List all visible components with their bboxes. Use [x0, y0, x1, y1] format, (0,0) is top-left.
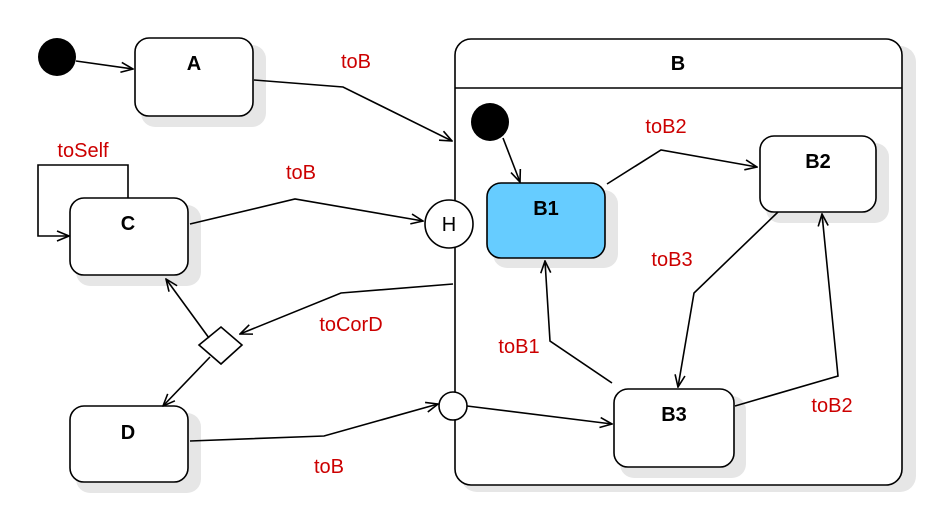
b2-to-b3-label: toB3	[651, 249, 692, 271]
entry-point[interactable]	[438, 391, 468, 421]
b3-to-b2-edge	[734, 214, 839, 407]
b1-to-b2-label: toB2	[645, 116, 686, 138]
inner-initial-to-b1-edge	[502, 137, 520, 182]
d-to-entry-label: toB	[314, 456, 344, 478]
state-b1-box	[486, 182, 606, 259]
choice-node[interactable]	[197, 325, 244, 366]
initial-node	[38, 38, 76, 76]
b3-to-b1-edge	[545, 261, 613, 384]
inner-initial-node	[471, 103, 509, 141]
b1-to-b2-edge	[606, 149, 757, 185]
a-to-b-edge	[253, 79, 452, 141]
history-node[interactable]: H	[424, 199, 474, 249]
state-b2-label: B2	[805, 151, 831, 173]
c-self-loop-edge	[37, 164, 129, 236]
a-to-b-label: toB	[341, 51, 371, 73]
initial-to-a-edge	[75, 60, 133, 69]
choice-to-d-edge	[163, 356, 211, 406]
state-a[interactable]: A	[134, 37, 254, 117]
b-to-choice-edge	[240, 283, 454, 334]
state-b1[interactable]: B1	[486, 182, 606, 259]
b2-to-b3-edge	[678, 211, 779, 387]
state-d[interactable]: D	[69, 405, 189, 483]
b3-to-b2-label: toB2	[811, 395, 852, 417]
c-self-label: toSelf	[57, 140, 109, 162]
d-to-entry-edge	[189, 404, 438, 442]
b3-to-b1-label: toB1	[498, 336, 539, 358]
b-to-choice-label: toCorD	[319, 314, 382, 336]
state-b2[interactable]: B2	[759, 135, 877, 213]
state-c[interactable]: C	[69, 197, 189, 276]
c-to-history-edge	[189, 198, 423, 225]
state-b1-label: B1	[533, 198, 559, 220]
entry-to-b3-edge	[466, 405, 612, 424]
history-label: H	[442, 214, 456, 236]
c-to-h-label: toB	[286, 162, 316, 184]
state-b3[interactable]: B3	[613, 388, 735, 468]
state-c-label: C	[121, 213, 135, 235]
state-b-label: B	[671, 53, 685, 75]
state-d-label: D	[121, 422, 135, 444]
state-b3-label: B3	[661, 404, 687, 426]
state-a-label: A	[187, 53, 201, 75]
choice-to-c-edge	[166, 279, 210, 339]
